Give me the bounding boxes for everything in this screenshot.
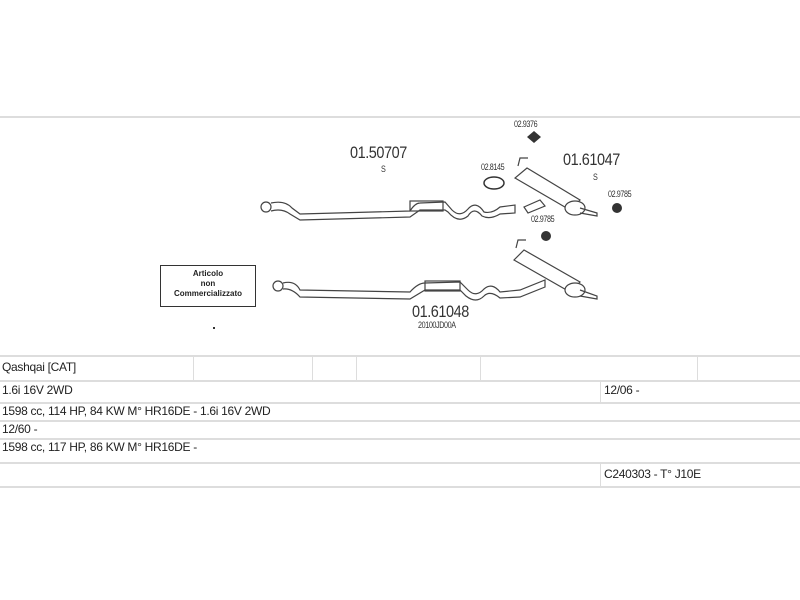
date-cell: 12/60 - [2, 422, 38, 436]
table-row: 12/60 - [0, 422, 800, 440]
hanger-icon [527, 131, 541, 143]
engine-cell: 1598 cc, 117 HP, 86 KW M° HR16DE - [2, 440, 197, 454]
version-cell: 1.6i 16V 2WD [2, 383, 73, 397]
part-code-01-61048[interactable]: 01.61048 [412, 302, 469, 321]
accessory-code[interactable]: 02.9376 [514, 119, 538, 129]
not-sold-note: Articolo non Commercializzato [160, 265, 256, 307]
flange-icon [272, 280, 284, 292]
gasket-icon [612, 203, 622, 213]
note-line: Articolo [192, 269, 224, 278]
oem-code: 20100JD00A [418, 320, 456, 330]
accessory-code[interactable]: 02.9785 [608, 189, 632, 199]
note-line: non [200, 279, 216, 288]
table-row: 1598 cc, 114 HP, 84 KW M° HR16DE - 1.6i … [0, 404, 800, 422]
part-code-01-50707[interactable]: 01.50707 [350, 143, 407, 162]
table-row: C240303 - T° J10E [0, 464, 800, 488]
part-suffix: S [593, 172, 598, 182]
top-divider [0, 116, 800, 118]
engine-cell: 1598 cc, 114 HP, 84 KW M° HR16DE - 1.6i … [2, 404, 271, 418]
flange-icon [260, 201, 272, 213]
table-row: 1598 cc, 117 HP, 86 KW M° HR16DE - [0, 440, 800, 464]
date-cell: 12/06 - [604, 383, 640, 397]
gasket-icon [541, 231, 551, 241]
note-line: Commercializzato [173, 289, 243, 298]
upper-exhaust-assembly [260, 157, 598, 221]
part-suffix: S [381, 164, 386, 174]
code-cell: C240303 - T° J10E [604, 467, 701, 481]
accessory-icons [483, 131, 622, 241]
accessory-code[interactable]: 02.8145 [481, 162, 505, 172]
exhaust-diagram [213, 131, 622, 329]
lower-exhaust-assembly [272, 239, 598, 301]
clamp-icon [483, 176, 505, 190]
part-code-01-61047[interactable]: 01.61047 [563, 150, 620, 169]
accessory-code[interactable]: 02.9785 [531, 214, 555, 224]
table-row: 1.6i 16V 2WD 12/06 - [0, 380, 800, 404]
table-row: Qashqai [CAT] [0, 355, 800, 382]
model-cell: Qashqai [CAT] [2, 360, 76, 374]
